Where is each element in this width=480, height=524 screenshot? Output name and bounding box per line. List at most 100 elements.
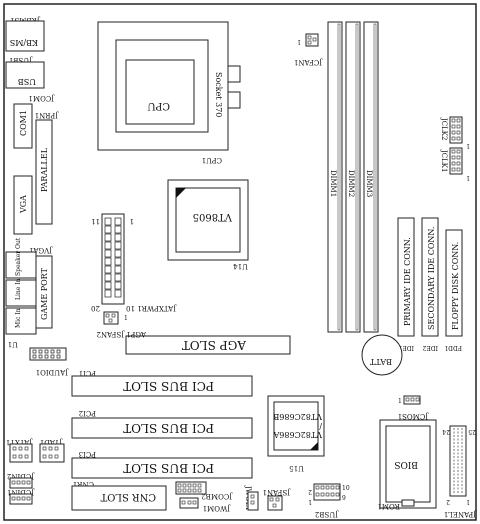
svg-text:1: 1	[297, 38, 301, 45]
southbridge-line2: VT82C686A	[273, 430, 323, 439]
panel-pin24: 24	[442, 428, 450, 435]
speaker-label: Speaker Out	[15, 237, 22, 276]
jaudio1-header: JAUDIO1	[29, 347, 69, 376]
svg-text:1: 1	[124, 315, 128, 322]
mic-label: Mic In	[15, 308, 22, 328]
jtad1-label: JTAD1	[40, 438, 63, 446]
power-label: JATXPWR1	[137, 304, 177, 312]
power-pin11: 11	[91, 217, 100, 225]
cnr-slot: CNR1 CNR SLOT	[71, 480, 167, 511]
atx-power-connector: 11 1 20 10 JATXPWR1	[91, 213, 177, 312]
jsfan1-label: JSFAN1	[263, 488, 291, 496]
line-label: Line In	[15, 278, 22, 300]
pci-slot-2: PCI2 PCI BUS SLOT	[71, 409, 253, 439]
jcomb2-label: JCOMB2	[201, 492, 233, 500]
jclk1-header: 1 JCLK1	[440, 147, 470, 181]
jcom1-label: JCOM1	[28, 94, 55, 102]
jpanel1-label: JPANEL1	[444, 510, 477, 518]
kbms-label: KB/MS	[10, 38, 38, 47]
u15-label: U15	[289, 464, 304, 472]
vga-connector: VGA	[13, 175, 33, 235]
cnr-slot-label: CNR SLOT	[100, 491, 156, 502]
jclk1-label: JCLK1	[440, 149, 448, 173]
jclk2-header: 1 JCLK2	[440, 116, 470, 149]
kbms-connector: JKBMS1 KB/MS	[5, 16, 45, 52]
dimm-slots: DIMM1 DIMM2 DIMM3	[327, 21, 379, 333]
socket-label: Socket 370	[214, 72, 223, 117]
jcdin1-header	[9, 493, 33, 505]
primary-ide-label: PRIMARY IDE CONN.	[403, 237, 412, 326]
floppy-label: FLOPPY DISK CONN.	[451, 242, 460, 330]
jpanel1-header: 24 25 1 2 JPANEL1	[442, 425, 477, 518]
power-pin20: 20	[91, 304, 100, 312]
jatxt1-label: JATXT1	[6, 438, 33, 446]
svg-text:1: 1	[398, 398, 402, 405]
jcfan1-label: JCFAN1	[294, 58, 323, 66]
fdd1-label: FDD1	[444, 344, 462, 351]
board-outline	[3, 3, 477, 521]
cpu-label: CPU	[147, 100, 170, 111]
game-port-label: GAME PORT	[40, 267, 49, 320]
secondary-ide-label: SECONDARY IDE CONN.	[427, 227, 436, 330]
jprn1-label: JPRN1	[35, 111, 59, 119]
power-pin1: 1	[130, 217, 134, 225]
jvga1-label: JVGA1	[29, 246, 53, 254]
cnr1-label: CNR1	[73, 480, 94, 488]
northbridge-label: VT8605	[193, 211, 233, 222]
jcfan1-header: 1 JCFAN1	[294, 33, 323, 66]
jclk1-pin1: 1	[466, 174, 470, 181]
kbms-jp-label: JKBMS1	[10, 16, 41, 24]
jcmos1-label: JCMOS1	[398, 412, 429, 420]
com1-connector: COM1	[13, 103, 33, 149]
parallel-connector: PARALLEL	[35, 119, 53, 225]
ide-connectors: PRIMARY IDE CONN. SECONDARY IDE CONN. FL…	[397, 217, 463, 351]
usb-jp-label: JUSB1	[9, 56, 33, 64]
agp-slot: AGP SLOT AGP1	[125, 330, 291, 355]
northbridge-chip: VT8605 U14	[167, 179, 249, 270]
jcomb2-header: JCOMB2	[175, 481, 233, 500]
cpu-socket: CPU Socket 370 CPU1	[97, 21, 241, 164]
jcdin2-header	[9, 477, 33, 489]
jusb2-pin10: 10	[342, 485, 350, 492]
pci3-label: PCI3	[79, 450, 96, 458]
u1-label: U1	[8, 340, 18, 348]
panel-pin25: 25	[468, 428, 476, 435]
dimm3-label: DIMM3	[365, 170, 373, 197]
batt-label: BATT	[369, 357, 392, 366]
jwom1-label: JWOM1	[203, 504, 231, 512]
pci-slot-1: PCI1 PCI BUS SLOT	[71, 369, 253, 397]
jaudio1-label: JAUDIO1	[36, 368, 69, 376]
jwom1-header: JWOM1	[179, 497, 231, 512]
jtad1-header: JTAD1	[39, 438, 65, 463]
jusb2-label: JUSB2	[315, 510, 339, 518]
jatxt1-header: JATXT1	[6, 438, 33, 463]
usb-label: USB	[18, 77, 36, 86]
panel-pin1: 1	[466, 498, 470, 505]
jusb2-header: 2 1 10 9 JUSB2	[308, 483, 350, 518]
jcdin1-label: JCDIN1	[7, 488, 35, 496]
bios-label: BIOS	[394, 459, 418, 469]
pci2-label: PCI2	[79, 409, 96, 417]
rom1-label: ROM1	[377, 502, 400, 510]
bios-chip: BIOS ROM1	[377, 419, 437, 510]
power-pin10: 10	[126, 304, 135, 312]
usb-connector: JUSB1 USB	[5, 56, 45, 89]
jsfan2-label: JSFAN2	[97, 330, 125, 338]
agp-label: AGP SLOT	[182, 338, 247, 352]
jclk2-pin1: 1	[466, 142, 470, 149]
pci2-slot-label: PCI BUS SLOT	[123, 421, 214, 435]
vga-label: VGA	[19, 195, 28, 214]
parallel-label: PARALLEL	[40, 147, 49, 192]
jusb2-pin9: 9	[342, 495, 346, 502]
panel-pin2: 2	[446, 498, 450, 505]
cpu1-label: CPU1	[202, 156, 222, 164]
southbridge-line1: VT82C686B	[273, 412, 323, 421]
jusb2-pin1: 1	[308, 498, 312, 505]
pci3-slot-label: PCI BUS SLOT	[123, 461, 214, 475]
pci1-label: PCI1	[79, 369, 96, 377]
jusb2-pin2: 2	[308, 488, 312, 495]
dimm2-label: DIMM2	[347, 170, 355, 197]
pci-slot-3: PCI3 PCI BUS SLOT	[71, 450, 253, 479]
com1-label: COM1	[19, 110, 28, 136]
